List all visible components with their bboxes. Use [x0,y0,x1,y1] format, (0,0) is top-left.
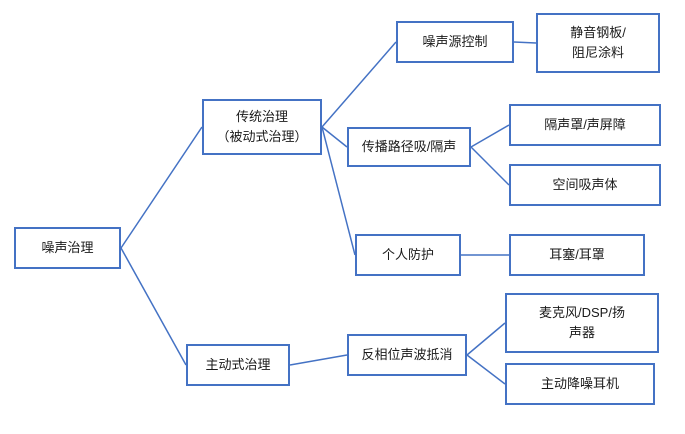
node-sound-enclosure-barrier: 隔声罩/声屏障 [509,104,661,146]
node-earplug-earmuff: 耳塞/耳罩 [509,234,645,276]
node-transmission-path-absorb: 传播路径吸/隔声 [347,127,471,167]
connector-root-traditional [120,126,203,249]
node-root: 噪声治理 [14,227,121,269]
node-silent-plate-damping: 静音钢板/ 阻尼涂料 [536,13,660,73]
connector-anti-wave-mic-dsp [466,322,506,356]
connector-traditional-path-absorb [321,126,348,148]
node-noise-source-control: 噪声源控制 [396,21,514,63]
connector-source-control-silent-plate [513,41,537,44]
connector-traditional-source-control [321,41,397,128]
node-personal-protection: 个人防护 [355,234,461,276]
node-space-absorber: 空间吸声体 [509,164,661,206]
connector-traditional-personal [321,126,356,256]
connector-root-active [120,247,187,366]
node-anti-phase-wave-cancel: 反相位声波抵消 [347,334,467,376]
connector-anti-wave-anc-headphone [466,354,506,385]
node-anc-headphone: 主动降噪耳机 [505,363,655,405]
connector-path-absorb-enclosure [470,124,510,148]
node-mic-dsp-speaker: 麦克风/DSP/扬 声器 [505,293,659,353]
connector-path-absorb-absorber [470,146,510,186]
node-traditional-treatment: 传统治理 （被动式治理） [202,99,322,155]
node-active-treatment: 主动式治理 [186,344,290,386]
connector-active-anti-wave [289,354,348,366]
